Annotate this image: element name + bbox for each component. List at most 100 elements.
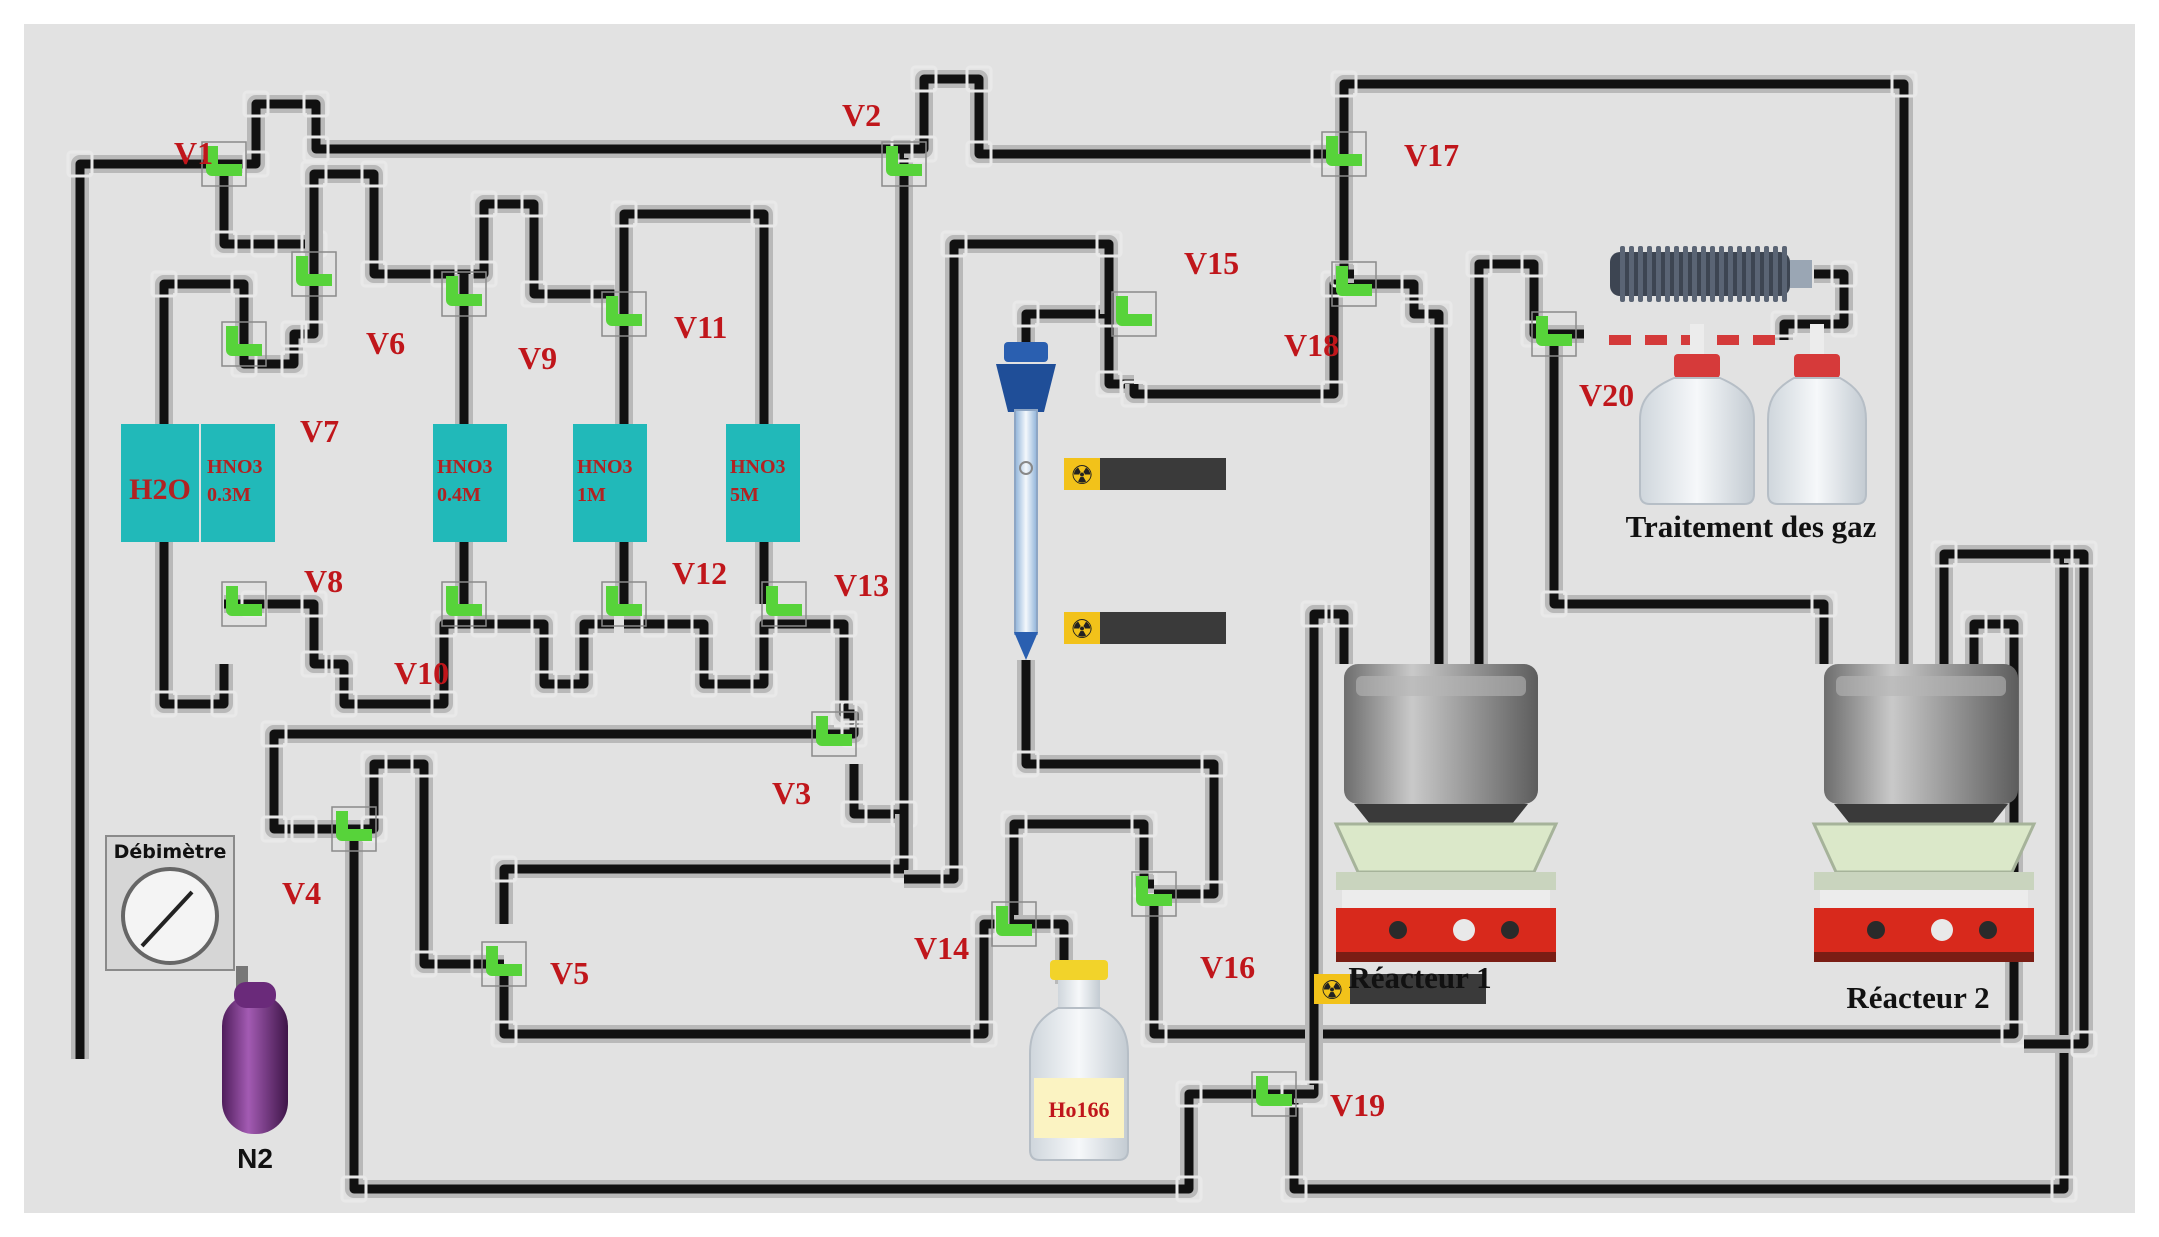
valve-label: V10 [394, 655, 449, 691]
pipe-joint [242, 150, 270, 178]
valve-v20[interactable]: V20 [1531, 311, 1634, 413]
pipe-joint [1330, 600, 1358, 628]
condenser-rib [1629, 246, 1634, 302]
valve-v6[interactable]: V6 [291, 251, 405, 361]
valve-housing [331, 806, 377, 852]
valve-v16[interactable]: V16 [1131, 871, 1255, 985]
pipe-joint [750, 610, 778, 638]
valve-label: V9 [518, 340, 557, 376]
pipe-joint [750, 670, 778, 698]
pipe-core [354, 759, 504, 969]
gas-treatment-unit: Traitement des gaz [1609, 246, 1877, 544]
condenser-rib [1746, 246, 1751, 302]
valve-label: V4 [282, 875, 321, 911]
valve-v8[interactable]: V8 [221, 563, 343, 627]
tank-hno3-1m-line2: 1M [577, 484, 606, 506]
tank-hno3-0-4m: HNO3 0.4M [433, 424, 507, 542]
pipe-joint [1280, 1175, 1308, 1203]
valve-v19[interactable]: V19 [1251, 1071, 1385, 1123]
valve-v13[interactable]: V13 [761, 567, 889, 627]
pipe-joint [302, 90, 330, 118]
separation-column [996, 342, 1056, 660]
valve-label: V19 [1330, 1087, 1385, 1123]
pipe-joint [910, 65, 938, 93]
valve-v17[interactable]: V17 [1321, 131, 1459, 177]
pipe-joint [2070, 540, 2098, 568]
tank-hno3-0-3m-line1: HNO3 [207, 456, 263, 478]
column-top-monitor: ☢ [1064, 458, 1226, 491]
valve-v14[interactable]: V14 [914, 901, 1037, 966]
pipe-core [1354, 279, 1444, 664]
valve-v3[interactable]: V3 [772, 711, 857, 811]
pipe-joint [410, 950, 438, 978]
condenser-rib [1620, 246, 1625, 302]
pipe-core [349, 829, 1274, 1194]
valve-v18[interactable]: V18 [1284, 261, 1377, 363]
valve-v1[interactable]: V1 [174, 135, 247, 187]
condenser-rib [1701, 246, 1706, 302]
radiation-icon: ☢ [1070, 615, 1093, 645]
valve-housing [291, 251, 337, 297]
pipe-joint [1012, 300, 1040, 328]
valve-housing [1131, 871, 1177, 917]
pipe-core [269, 729, 834, 834]
pipe-segment [265, 725, 834, 838]
valve-v5[interactable]: V5 [481, 941, 589, 991]
pipe-joint [2000, 610, 2028, 638]
pipe-core [239, 274, 319, 369]
valve-open-indicator [486, 946, 522, 976]
pipe-joint [150, 690, 178, 718]
valve-v12[interactable]: V12 [601, 555, 727, 627]
pipe-core [499, 814, 909, 924]
condenser-rib [1647, 246, 1652, 302]
valve-open-indicator [296, 256, 332, 286]
pipe-segment [904, 235, 1118, 888]
valve-housing [441, 271, 487, 317]
radiation-icon: ☢ [1320, 976, 1343, 1006]
pipe-joint [1540, 590, 1568, 618]
pipe-joint [1140, 1020, 1168, 1048]
condenser-rib [1692, 246, 1697, 302]
valve-open-indicator [886, 146, 922, 176]
pipe-joint [965, 65, 993, 93]
process-diagram-panel: H2O HNO3 0.3M HNO3 0.4M HNO3 1M HNO3 5M … [24, 24, 2135, 1213]
pipe-joint [750, 200, 778, 228]
valve-housing [1111, 291, 1157, 337]
pipe-joint [230, 270, 258, 298]
valve-v10[interactable]: V10 [394, 581, 487, 691]
valve-v7[interactable]: V7 [221, 321, 339, 449]
pipe-segment [224, 95, 913, 173]
condenser-rib [1719, 246, 1724, 302]
pipe-joint [1095, 230, 1123, 258]
valve-open-indicator [446, 586, 482, 616]
condenser-rib [1710, 246, 1715, 302]
pipe-joint [1960, 610, 1988, 638]
valve-v15[interactable]: V15 [1111, 245, 1239, 337]
pipe-joint [970, 1020, 998, 1048]
pipe-core [849, 164, 909, 819]
pipe-joint [1320, 380, 1348, 408]
pipe-joint [1175, 1080, 1203, 1108]
condenser-rib [1665, 246, 1670, 302]
condenser-rib [1656, 246, 1661, 302]
tank-hno3-5m-line2: 5M [730, 484, 759, 506]
valve-v4[interactable]: V4 [282, 806, 377, 911]
valve-v11[interactable]: V11 [601, 291, 727, 345]
valve-v9[interactable]: V9 [441, 271, 557, 376]
flowmeter[interactable]: Débimètre [105, 835, 235, 971]
pipe-core [1021, 660, 1219, 899]
condenser-rib [1674, 246, 1679, 302]
valve-label: V17 [1404, 137, 1459, 173]
ho166-vial: Ho166 [1029, 960, 1129, 1161]
pipe-joint [1000, 810, 1028, 838]
tank-hno3-1m-line1: HNO3 [577, 456, 633, 478]
tank-hno3-1m: HNO3 1M [573, 424, 647, 542]
valve-v2[interactable]: V2 [842, 97, 927, 187]
pipe-joint [1930, 540, 1958, 568]
valve-open-indicator [766, 586, 802, 616]
condenser-rib [1683, 246, 1688, 302]
pipe-core [309, 169, 464, 279]
pipe-joint [300, 160, 328, 188]
valve-open-indicator [226, 326, 262, 356]
